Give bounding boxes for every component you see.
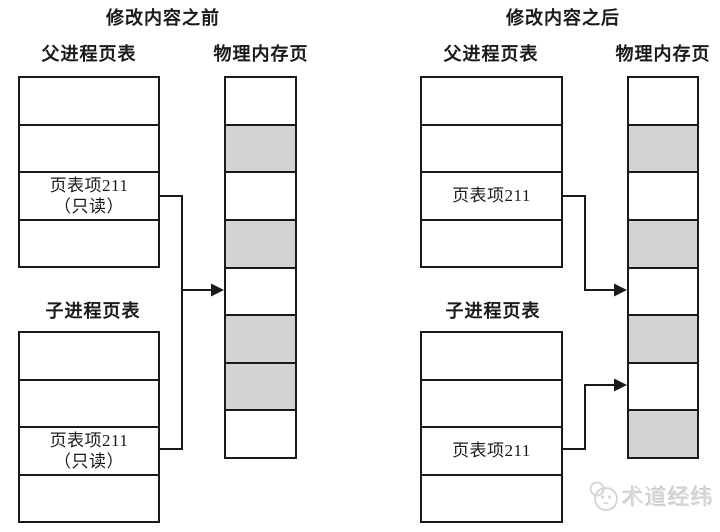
parent-page-table-before: 页表项211 （只读）: [18, 76, 160, 268]
page-table-row: [20, 126, 158, 173]
arrowhead-after-parent: [614, 283, 627, 297]
memory-cell-shaded: [226, 363, 295, 412]
page-table-entry-211-parent-after: 页表项211: [422, 173, 561, 221]
memory-cell-white: [226, 268, 295, 317]
page-table-row: [422, 126, 561, 173]
page-table-row: [20, 78, 158, 126]
label-physical-memory-after: 物理内存页: [615, 44, 711, 64]
entry-211-text: 页表项211: [49, 430, 129, 450]
page-table-row: [20, 381, 158, 428]
entry-readonly-text: （只读）: [54, 196, 124, 216]
connector-after-parent-page: [563, 195, 627, 297]
memory-cell-white: [226, 173, 295, 221]
label-child-page-table-after: 子进程页表: [445, 301, 541, 321]
memory-cell-white: [629, 78, 697, 126]
memory-cell-white: [629, 363, 697, 412]
label-physical-memory-before: 物理内存页: [213, 44, 309, 64]
page-table-entry-211-child-before: 页表项211 （只读）: [20, 428, 158, 476]
memory-cell-shaded: [629, 411, 697, 457]
page-table-entry-211-parent-before: 页表项211 （只读）: [20, 173, 158, 221]
memory-cell-shaded: [629, 316, 697, 364]
label-parent-page-table-after: 父进程页表: [443, 44, 539, 64]
connector-after-child-page: [563, 378, 627, 450]
page-table-row: [20, 333, 158, 381]
memory-cell-white: [226, 78, 295, 126]
memory-cell-shaded: [226, 316, 295, 364]
arrowhead-before-shared: [211, 283, 224, 297]
page-table-row: [20, 476, 158, 522]
connector-before-shared-page: [160, 195, 224, 450]
watermark-logo-icon: [589, 481, 618, 511]
arrowhead-after-child: [614, 378, 627, 392]
parent-page-table-after: 页表项211: [420, 76, 563, 268]
entry-readonly-text: （只读）: [54, 451, 124, 471]
label-child-page-table-before: 子进程页表: [45, 301, 141, 321]
page-table-row: [20, 221, 158, 267]
page-table-row: [422, 221, 561, 267]
memory-cell-shaded: [629, 220, 697, 269]
page-table-row: [422, 78, 561, 126]
memory-cell-shaded: [629, 125, 697, 174]
entry-211-text: 页表项211: [452, 441, 531, 461]
physical-memory-column-before: [224, 76, 297, 459]
watermark-text: 术道经纬: [622, 485, 715, 510]
entry-211-text: 页表项211: [49, 175, 129, 195]
entry-211-text: 页表项211: [452, 186, 531, 206]
memory-cell-shaded: [226, 125, 295, 174]
memory-cell-white: [629, 173, 697, 221]
page-table-row: [422, 476, 561, 522]
child-page-table-before: 页表项211 （只读）: [18, 331, 160, 523]
physical-memory-column-after: [627, 76, 699, 459]
label-parent-page-table-before: 父进程页表: [41, 44, 137, 64]
page-table-entry-211-child-after: 页表项211: [422, 428, 561, 476]
watermark: 术道经纬: [586, 476, 716, 516]
memory-cell-shaded: [226, 220, 295, 269]
title-after-modification: 修改内容之后: [506, 8, 620, 28]
memory-cell-white: [226, 411, 295, 457]
memory-cell-white: [629, 268, 697, 317]
child-page-table-after: 页表项211: [420, 331, 563, 523]
page-table-row: [422, 333, 561, 381]
title-before-modification: 修改内容之前: [106, 8, 220, 28]
page-table-row: [422, 381, 561, 428]
